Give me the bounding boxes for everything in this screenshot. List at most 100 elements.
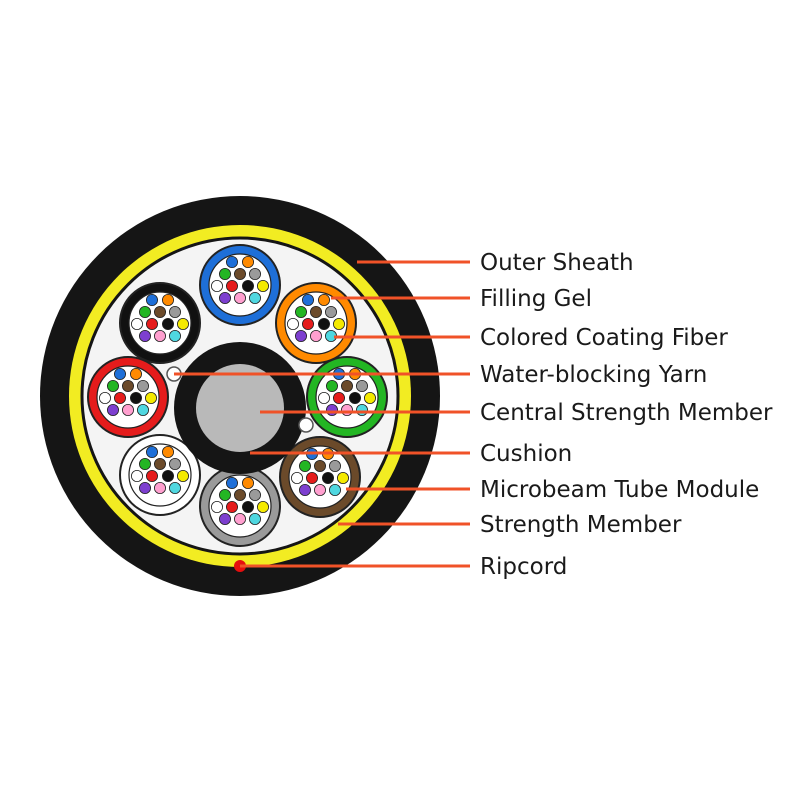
- colored-fiber: [248, 267, 261, 280]
- colored-fiber: [130, 469, 143, 482]
- tube-brown: [279, 436, 361, 518]
- tube-red: [87, 356, 169, 438]
- colored-fiber: [286, 317, 299, 330]
- colored-fiber: [256, 500, 269, 513]
- colored-fiber: [168, 481, 181, 494]
- label-water-blocking-yarn: Water-blocking Yarn: [480, 362, 707, 388]
- colored-fiber: [138, 305, 151, 318]
- colored-fiber: [348, 391, 361, 404]
- colored-fiber: [114, 367, 127, 380]
- colored-fiber: [233, 267, 246, 280]
- tube-black: [119, 282, 201, 364]
- colored-fiber: [210, 500, 223, 513]
- colored-fiber: [144, 391, 157, 404]
- colored-fiber: [99, 391, 112, 404]
- colored-fiber: [153, 481, 166, 494]
- colored-fiber: [324, 305, 337, 318]
- label-central-strength-member: Central Strength Member: [480, 400, 773, 426]
- colored-fiber: [136, 379, 149, 392]
- tube-blue: [199, 244, 281, 326]
- colored-fiber: [241, 255, 254, 268]
- colored-fiber: [153, 329, 166, 342]
- colored-fiber: [305, 471, 318, 484]
- colored-fiber: [145, 317, 158, 330]
- colored-fiber: [225, 255, 238, 268]
- colored-fiber: [328, 459, 341, 472]
- colored-fiber: [130, 317, 143, 330]
- colored-fiber: [294, 305, 307, 318]
- colored-fiber: [218, 513, 231, 526]
- colored-fiber: [107, 379, 120, 392]
- colored-fiber: [176, 317, 189, 330]
- label-filling-gel: Filling Gel: [480, 286, 592, 312]
- colored-fiber: [241, 500, 254, 513]
- colored-fiber: [248, 291, 261, 304]
- colored-fiber: [309, 329, 322, 342]
- colored-fiber: [241, 476, 254, 489]
- colored-fiber: [248, 488, 261, 501]
- colored-fiber: [122, 379, 135, 392]
- colored-fiber: [325, 403, 338, 416]
- label-outer-sheath: Outer Sheath: [480, 250, 634, 276]
- colored-fiber: [161, 469, 174, 482]
- tube-gray: [199, 465, 281, 547]
- colored-fiber: [225, 476, 238, 489]
- colored-fiber: [298, 459, 311, 472]
- colored-fiber: [138, 457, 151, 470]
- colored-fiber: [218, 488, 231, 501]
- colored-fiber: [256, 279, 269, 292]
- tube-green: [306, 356, 388, 438]
- colored-fiber: [298, 483, 311, 496]
- colored-fiber: [332, 317, 345, 330]
- colored-fiber: [161, 317, 174, 330]
- label-strength-member: Strength Member: [480, 512, 682, 538]
- colored-fiber: [325, 379, 338, 392]
- colored-fiber: [168, 329, 181, 342]
- label-ripcord: Ripcord: [480, 554, 567, 580]
- colored-fiber: [136, 403, 149, 416]
- colored-fiber: [225, 279, 238, 292]
- colored-fiber: [313, 459, 326, 472]
- colored-fiber: [161, 293, 174, 306]
- label-cushion: Cushion: [480, 441, 572, 467]
- colored-fiber: [290, 471, 303, 484]
- label-microbeam-tube-module: Microbeam Tube Module: [480, 477, 759, 503]
- colored-fiber: [340, 379, 353, 392]
- colored-fiber: [313, 483, 326, 496]
- colored-fiber: [129, 391, 142, 404]
- colored-fiber: [340, 403, 353, 416]
- colored-fiber: [355, 379, 368, 392]
- colored-fiber: [138, 481, 151, 494]
- colored-fiber: [241, 279, 254, 292]
- colored-fiber: [309, 305, 322, 318]
- colored-fiber: [225, 500, 238, 513]
- colored-fiber: [294, 329, 307, 342]
- colored-fiber: [317, 391, 330, 404]
- colored-fiber: [168, 457, 181, 470]
- callout-lines: [174, 260, 470, 568]
- colored-fiber: [332, 391, 345, 404]
- colored-fiber: [355, 403, 368, 416]
- colored-fiber: [317, 293, 330, 306]
- colored-fiber: [145, 293, 158, 306]
- tube-orange: [275, 282, 357, 364]
- colored-fiber: [129, 367, 142, 380]
- central-strength-member: [196, 364, 284, 452]
- colored-fiber: [153, 305, 166, 318]
- colored-fiber: [145, 469, 158, 482]
- colored-fiber: [168, 305, 181, 318]
- colored-fiber: [317, 317, 330, 330]
- water-blocking-yarn-2: [298, 417, 314, 433]
- colored-fiber: [233, 513, 246, 526]
- colored-fiber: [138, 329, 151, 342]
- colored-fiber: [122, 403, 135, 416]
- colored-fiber: [107, 403, 120, 416]
- label-colored-coating-fiber: Colored Coating Fiber: [480, 325, 728, 351]
- colored-fiber: [301, 317, 314, 330]
- colored-fiber: [336, 471, 349, 484]
- colored-fiber: [233, 488, 246, 501]
- colored-fiber: [114, 391, 127, 404]
- tube-white: [119, 434, 201, 516]
